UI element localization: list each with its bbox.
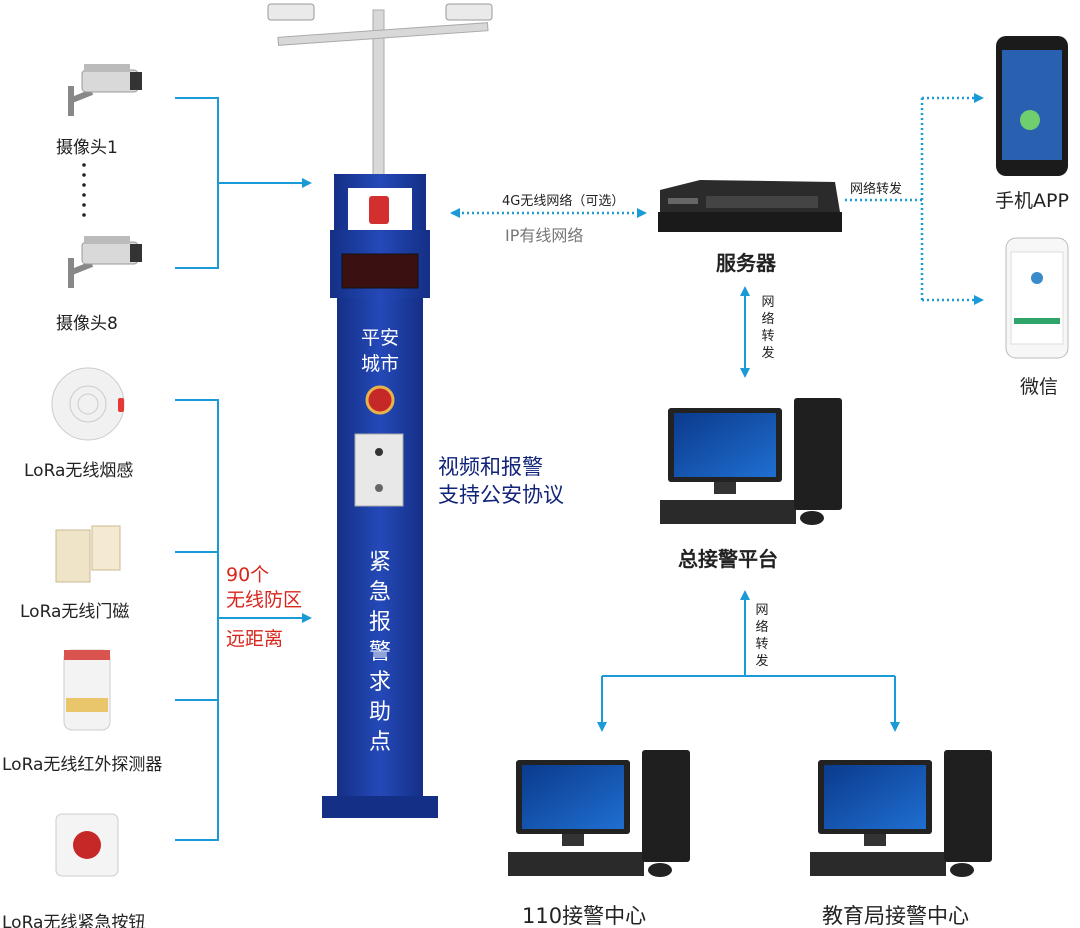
platform-centers-link <box>597 590 900 732</box>
education-center-label: 教育局接警中心 <box>822 904 969 928</box>
sensor-smoke-label: LoRa无线烟感 <box>24 461 134 481</box>
protocol-line1: 视频和报警 <box>438 455 543 479</box>
pole-vertical-char-5: 助 <box>368 700 391 725</box>
forward-upper-char-0: 网 <box>761 295 775 310</box>
wechat-label: 微信 <box>1020 376 1059 398</box>
forward-vertical-label-upper: 网络转发 <box>758 294 778 362</box>
forward-upper-char-1: 络 <box>761 312 775 327</box>
zone-range-label: 远距离 <box>226 628 284 650</box>
pole-sign-line1: 平安 <box>360 327 399 349</box>
camera-connector-lines <box>175 97 312 269</box>
pir-detector-icon <box>63 649 111 731</box>
server-icon <box>658 180 842 232</box>
sensor-connector-lines <box>175 399 312 841</box>
pole-vertical-char-0: 紧 <box>368 550 391 575</box>
camera-1-label: 摄像头1 <box>56 138 118 158</box>
police-center-label: 110接警中心 <box>522 904 647 928</box>
forward-horizontal-label: 网络转发 <box>850 182 903 197</box>
camera-dots <box>82 163 86 217</box>
pole-vertical-char-6: 点 <box>368 730 391 755</box>
police-center-computer-icon <box>508 750 690 877</box>
sensor-button-label: LoRa无线紧急按钮 <box>2 913 146 928</box>
emergency-button-icon <box>55 813 119 877</box>
wired-link-label: IP有线网络 <box>505 226 584 245</box>
pole-vertical-char-2: 报 <box>368 610 391 635</box>
forward-upper-char-3: 发 <box>761 346 775 361</box>
mobile-app-label: 手机APP <box>995 190 1069 212</box>
mobile-phone-icon <box>996 36 1068 176</box>
education-center-computer-icon <box>810 750 992 877</box>
camera-8-icon <box>68 236 142 288</box>
pole-vertical-char-3: 警 <box>368 640 391 665</box>
sensor-pir-label: LoRa无线红外探测器 <box>2 755 163 775</box>
pole-vertical-char-4: 求 <box>368 670 391 695</box>
platform-computer-icon <box>660 398 842 525</box>
server-label: 服务器 <box>716 251 776 275</box>
door-sensor-icon <box>55 525 121 583</box>
smoke-detector-icon <box>51 367 125 441</box>
sensor-door-label: LoRa无线门磁 <box>20 602 130 622</box>
camera-8-label: 摄像头8 <box>56 314 118 334</box>
forward-lower-char-0: 网 <box>755 603 769 618</box>
forward-vertical-label-lower: 网络转发 <box>752 602 772 670</box>
wireless-link-label: 4G无线网络（可选） <box>502 194 625 209</box>
pole-vertical-text: 紧急报警求助点 <box>365 548 395 758</box>
forward-lower-char-2: 转 <box>755 637 769 652</box>
wechat-phone-icon <box>1005 237 1069 359</box>
pole-vertical-char-1: 急 <box>368 580 391 605</box>
emergency-pole <box>267 3 493 818</box>
camera-1-icon <box>68 64 142 116</box>
forward-lower-char-1: 络 <box>755 620 769 635</box>
forward-upper-char-2: 转 <box>761 329 775 344</box>
forward-lower-char-3: 发 <box>755 654 769 669</box>
zone-count-label: 90个 <box>226 564 270 586</box>
pole-sign-line2: 城市 <box>360 353 399 375</box>
server-apps-link <box>845 93 984 305</box>
protocol-line2: 支持公安协议 <box>438 483 564 507</box>
platform-label: 总接警平台 <box>678 547 778 571</box>
zone-wireless-label: 无线防区 <box>226 589 303 611</box>
